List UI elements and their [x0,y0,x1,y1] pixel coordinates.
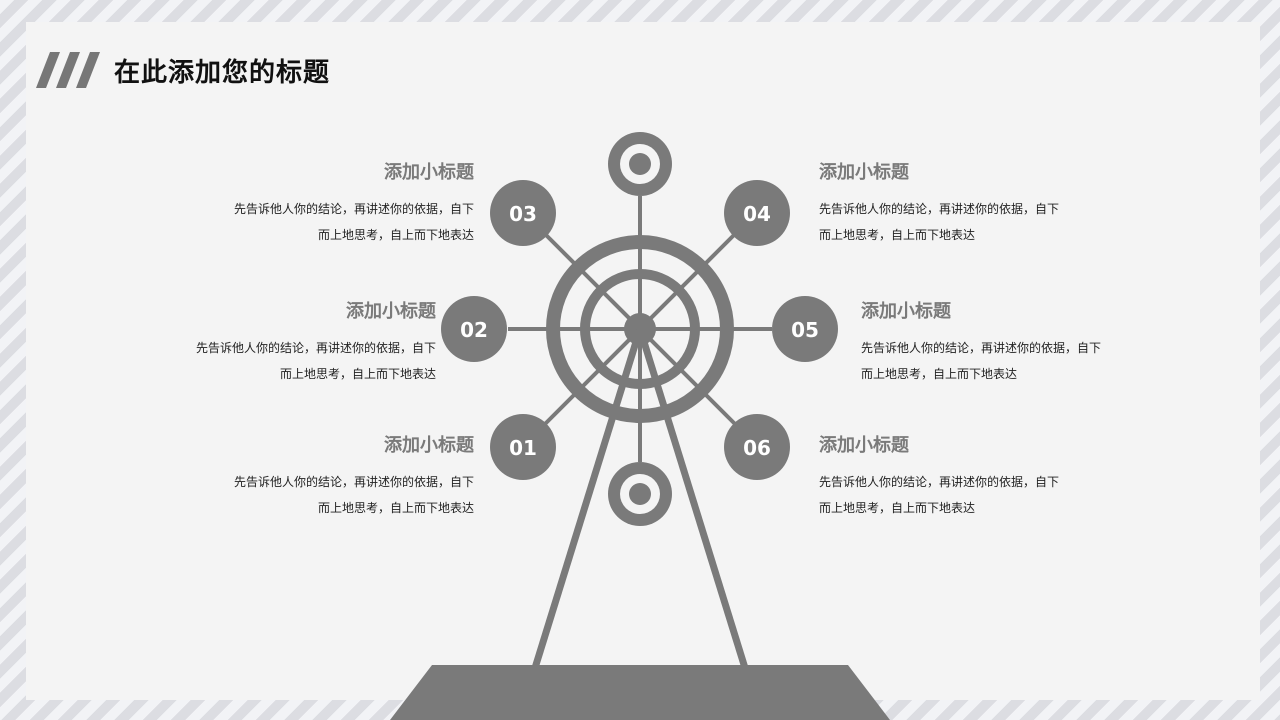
item-subtitle: 添加小标题 [861,301,951,322]
item-subtitle: 添加小标题 [384,162,474,183]
page-title: 在此添加您的标题 [114,57,331,88]
item-06: 添加小标题 先告诉他人你的结论，再讲述你的依据，自下 而上地思考，自上而下地表达 [819,431,1149,521]
item-subtitle: 添加小标题 [819,435,909,456]
item-desc-line2: 而上地思考，自上而下地表达 [317,501,474,515]
item-05: 添加小标题 先告诉他人你的结论，再讲述你的依据，自下 而上地思考，自上而下地表达 [861,297,1191,387]
gondola-04: 04 [724,180,790,246]
triple-slash-icon [36,52,100,88]
gondola-01: 01 [490,414,556,480]
item-desc-line2: 而上地思考，自上而下地表达 [819,501,976,515]
item-desc-line1: 先告诉他人你的结论，再讲述你的依据，自下 [819,202,1060,216]
item-subtitle: 添加小标题 [819,162,909,183]
outer-ring [546,235,734,423]
gondola-02: 02 [441,296,507,362]
gondola-03: 03 [490,180,556,246]
item-desc-line1: 先告诉他人你的结论，再讲述你的依据，自下 [861,341,1102,355]
item-desc-line2: 而上地思考，自上而下地表达 [279,367,436,381]
wheel-base [390,665,890,720]
gondola-number: 04 [743,202,771,226]
leg-left [531,327,644,670]
item-subtitle: 添加小标题 [346,301,436,322]
gondola-number: 03 [509,202,537,226]
gondola-number: 02 [460,318,488,342]
item-02: 添加小标题 先告诉他人你的结论，再讲述你的依据，自下 而上地思考，自上而下地表达 [106,297,436,387]
item-desc-line2: 而上地思考，自上而下地表达 [861,367,1018,381]
item-subtitle: 添加小标题 [384,435,474,456]
middle-ring [580,269,700,389]
item-03: 添加小标题 先告诉他人你的结论，再讲述你的依据，自下 而上地思考，自上而下地表达 [144,158,474,248]
item-desc-line2: 而上地思考，自上而下地表达 [317,228,474,242]
item-desc-line1: 先告诉他人你的结论，再讲述你的依据，自下 [195,341,436,355]
leg-right [636,327,749,670]
item-desc-line1: 先告诉他人你的结论，再讲述你的依据，自下 [233,202,474,216]
item-desc-line1: 先告诉他人你的结论，再讲述你的依据，自下 [819,475,1060,489]
gondola-number: 06 [743,436,771,460]
item-desc-line2: 而上地思考，自上而下地表达 [819,228,976,242]
item-04: 添加小标题 先告诉他人你的结论，再讲述你的依据，自下 而上地思考，自上而下地表达 [819,158,1149,248]
gondola-05: 05 [772,296,838,362]
gondola-06: 06 [724,414,790,480]
gondola-number: 05 [791,318,819,342]
item-desc-line1: 先告诉他人你的结论，再讲述你的依据，自下 [233,475,474,489]
title-bar: 在此添加您的标题 [36,50,330,90]
gondola-number: 01 [509,436,537,460]
item-01: 添加小标题 先告诉他人你的结论，再讲述你的依据，自下 而上地思考，自上而下地表达 [144,431,474,521]
